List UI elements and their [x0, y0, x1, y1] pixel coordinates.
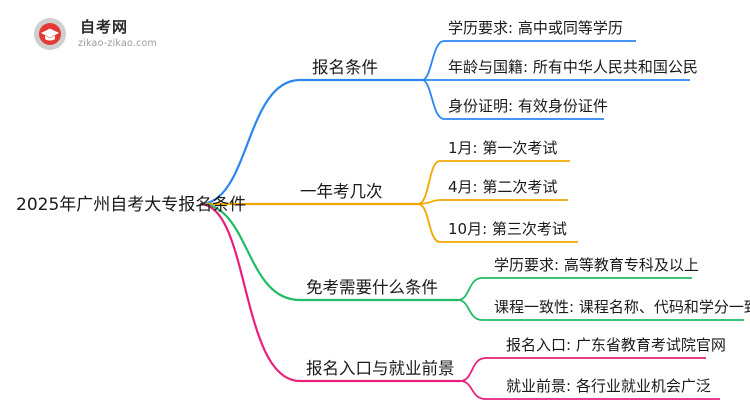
leaf-node: 10月: 第三次考试 [448, 220, 567, 238]
connector-root-branch-1 [199, 78, 422, 206]
connector-b3-leaf-2 [457, 299, 744, 321]
leaf-node: 报名入口: 广东省教育考试院官网 [506, 336, 726, 354]
leaf-node: 年龄与国籍: 所有中华人民共和国公民 [448, 58, 698, 76]
site-logo[interactable]: 自考网 zikao-zikao.com [30, 14, 160, 54]
leaf-node: 4月: 第二次考试 [448, 178, 558, 196]
connector-root-branch-4 [199, 202, 460, 383]
logo-cap-base [45, 35, 55, 41]
leaf-node: 学历要求: 高中或同等学历 [448, 19, 623, 37]
leaf-node: 学历要求: 高等教育专科及以上 [494, 256, 699, 274]
connector-b1-leaf-3 [421, 79, 604, 120]
logo-name: 自考网 [80, 18, 129, 36]
leaf-node: 身份证明: 有效身份证件 [448, 97, 608, 115]
connector-root-branch-3 [199, 202, 458, 302]
connector-b4-leaf-2 [459, 380, 720, 400]
logo-cap-shape [41, 28, 59, 38]
connector-b3-leaf-1 [457, 277, 692, 301]
connector-b2-leaf-1 [417, 160, 570, 205]
branch-node-entry-and-prospects: 报名入口与就业前景 [306, 359, 455, 378]
branch-node-exemption-conditions: 免考需要什么条件 [306, 278, 438, 297]
graduation-cap-icon [34, 18, 66, 50]
branch-node-registration-conditions: 报名条件 [312, 58, 378, 77]
connector-b2-leaf-3 [417, 203, 578, 243]
logo-url: zikao-zikao.com [78, 38, 157, 49]
connector-b2-leaf-2 [417, 199, 568, 205]
root-node: 2025年广州自考大专报名条件 [16, 195, 247, 215]
leaf-node: 课程一致性: 课程名称、代码和学分一致 [494, 298, 750, 316]
branch-node-exams-per-year: 一年考几次 [300, 182, 383, 201]
leaf-node: 1月: 第一次考试 [448, 139, 558, 157]
connector-b1-leaf-1 [421, 40, 636, 81]
connector-b4-leaf-1 [459, 357, 706, 382]
leaf-node: 就业前景: 各行业就业机会广泛 [506, 377, 711, 395]
